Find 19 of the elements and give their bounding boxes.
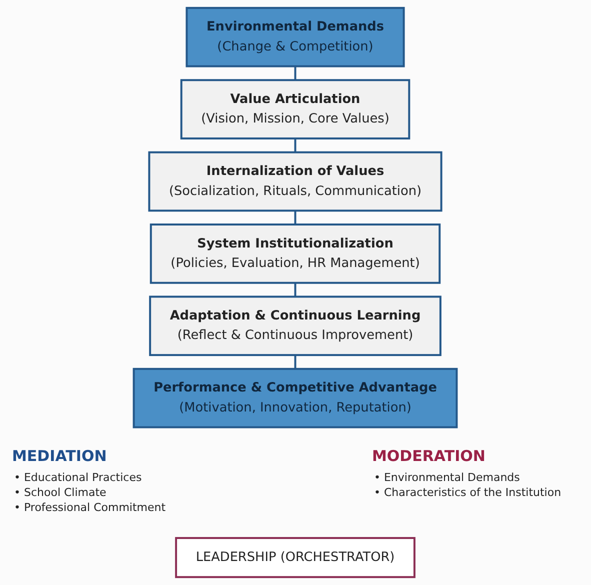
- node-box: Adaptation & Continuous Learning (Reflect & Continuous Improvement): [149, 296, 442, 356]
- connector: [294, 66, 296, 80]
- node-box: LEADERSHIP (ORCHESTRATOR): [175, 537, 416, 578]
- bullet-item: • Characteristics of the Institution: [374, 486, 562, 499]
- bullet-item: • Educational Practices: [14, 471, 142, 484]
- bullet-item: • Professional Commitment: [14, 501, 166, 514]
- bullet-item: • Environmental Demands: [374, 471, 520, 484]
- bullet-item: • School Climate: [14, 486, 106, 499]
- connector: [294, 282, 296, 297]
- connector: [294, 210, 296, 224]
- node-box: Internalization of Values (Socialization, Rituals, Communication): [148, 151, 443, 212]
- node-box: Environmental Demands (Change & Competition): [186, 6, 406, 68]
- connector: [294, 355, 296, 369]
- section-heading: MEDIATION: [12, 447, 107, 465]
- connector: [294, 138, 296, 152]
- node-box: System Institutionalization (Policies, Evaluation, HR Management): [150, 224, 441, 284]
- node-box: Performance & Competitive Advantage (Motivation, Innovation, Reputation): [133, 368, 458, 428]
- node-box: Value Articulation (Vision, Mission, Core Values): [180, 79, 410, 140]
- section-heading: MODERATION: [372, 447, 486, 465]
